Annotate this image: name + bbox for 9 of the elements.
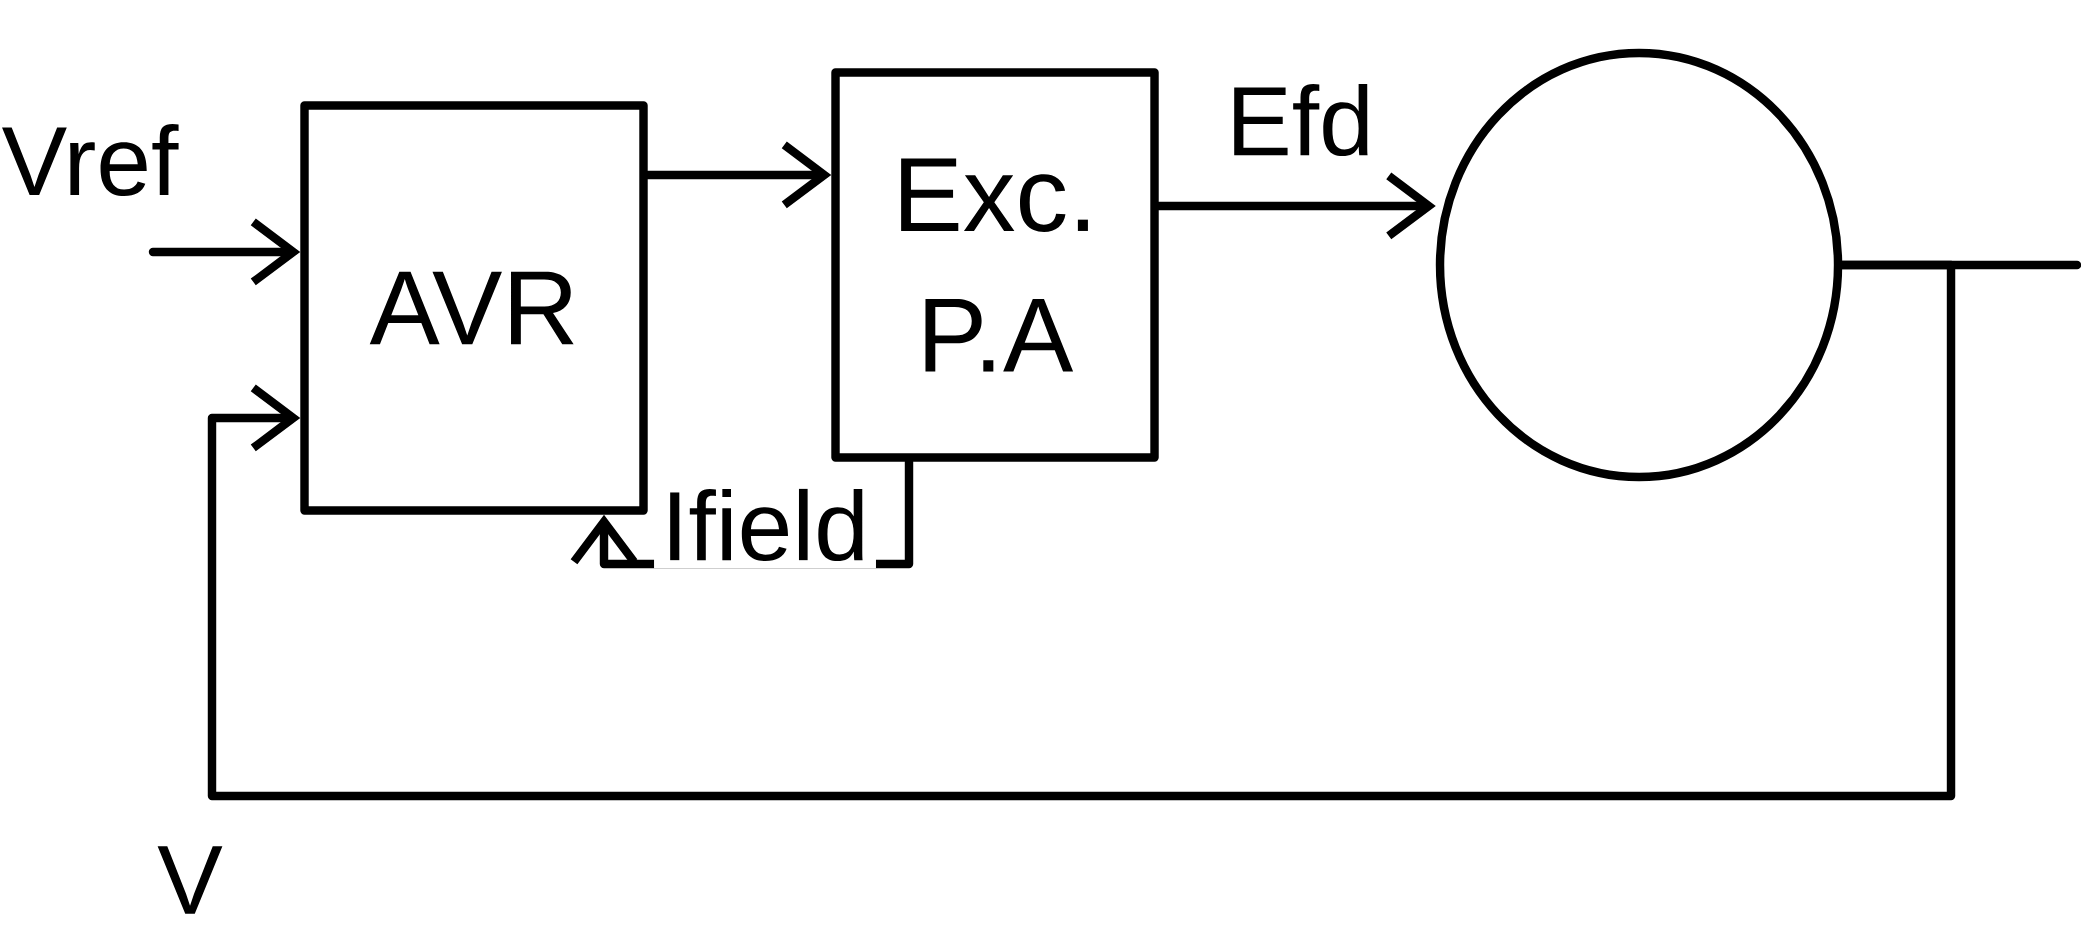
edge-label: Vref <box>0 116 186 204</box>
generator-circle <box>1435 48 1843 482</box>
process-box: Exc. P.A <box>831 68 1159 462</box>
edge-label: V <box>150 839 230 921</box>
edge-label: Ifield <box>654 481 876 569</box>
arrow <box>148 218 301 286</box>
arrow <box>207 260 1956 801</box>
edge-label: Efd <box>1219 76 1381 164</box>
process-box: AVR <box>300 101 648 515</box>
